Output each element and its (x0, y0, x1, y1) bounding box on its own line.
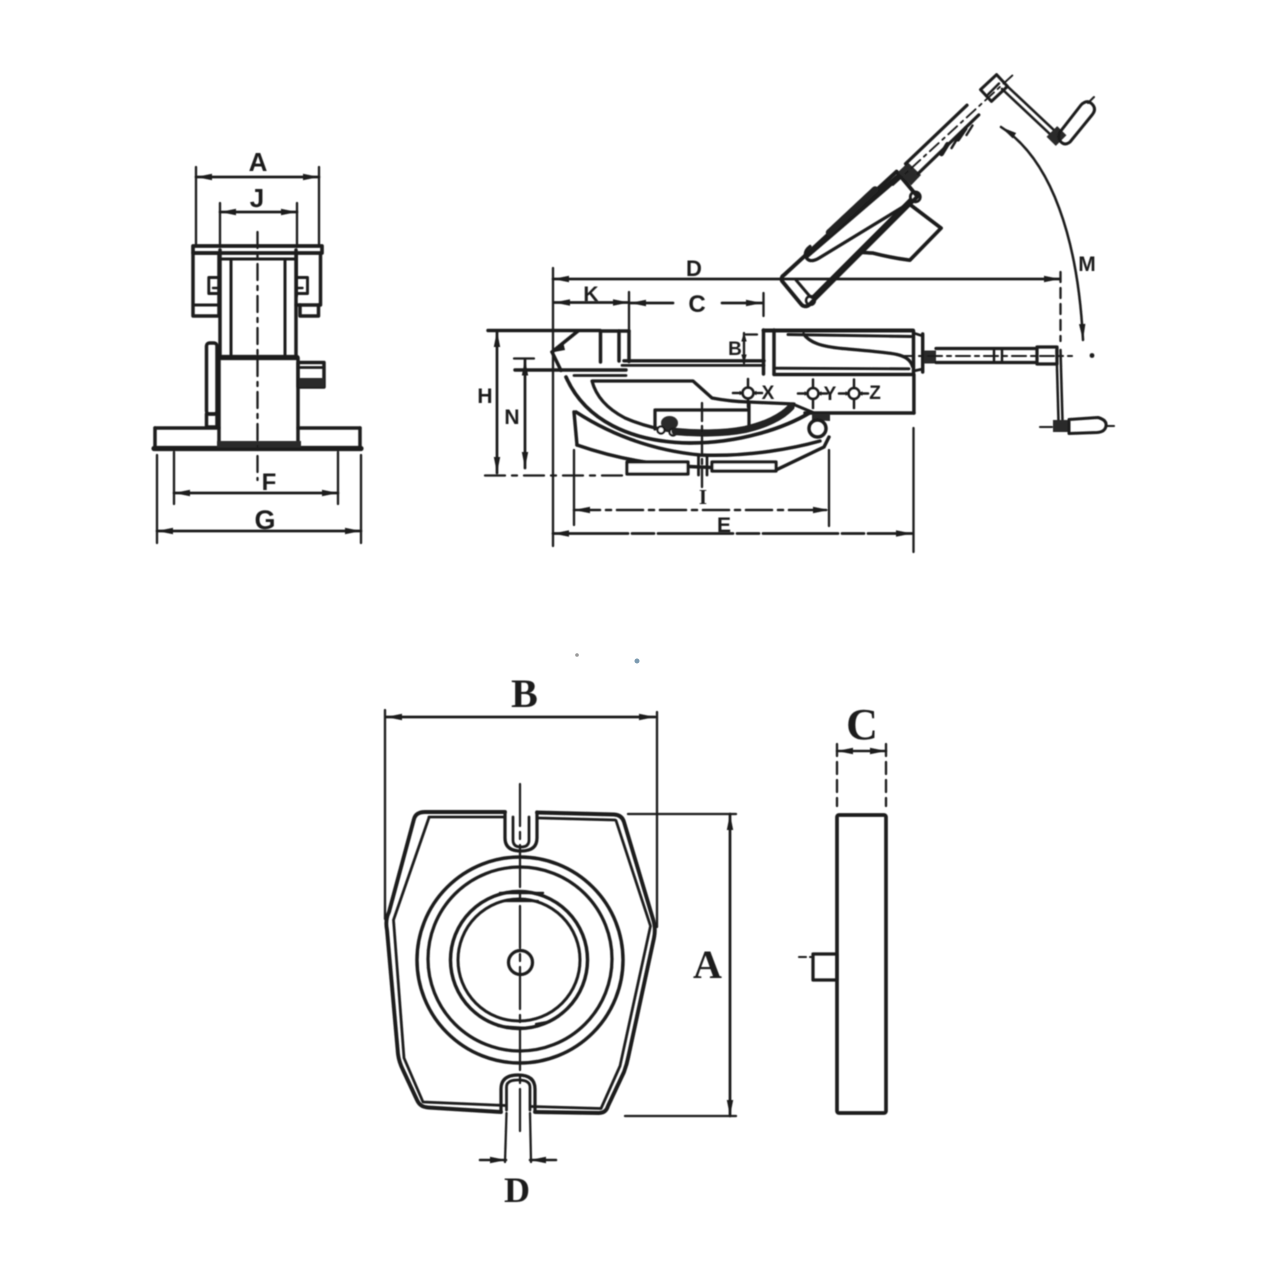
svg-text:E: E (717, 514, 731, 537)
svg-text:C: C (688, 291, 705, 318)
svg-text:B: B (511, 671, 538, 716)
svg-text:H: H (477, 385, 492, 408)
svg-text:K: K (583, 283, 598, 306)
svg-text:B: B (728, 339, 742, 360)
svg-text:D: D (504, 1170, 530, 1210)
svg-text:D: D (686, 256, 702, 281)
svg-text:Z: Z (869, 383, 881, 404)
svg-text:N: N (504, 406, 519, 429)
svg-text:X: X (762, 383, 775, 404)
svg-text:A: A (249, 147, 268, 177)
svg-text:F: F (262, 469, 277, 496)
svg-text:G: G (254, 505, 275, 535)
svg-text:Y: Y (824, 384, 837, 405)
svg-text:C: C (846, 700, 878, 749)
svg-text:A: A (693, 942, 722, 987)
svg-text:M: M (1078, 253, 1096, 276)
svg-text:I: I (699, 485, 707, 509)
svg-text:J: J (250, 183, 264, 213)
